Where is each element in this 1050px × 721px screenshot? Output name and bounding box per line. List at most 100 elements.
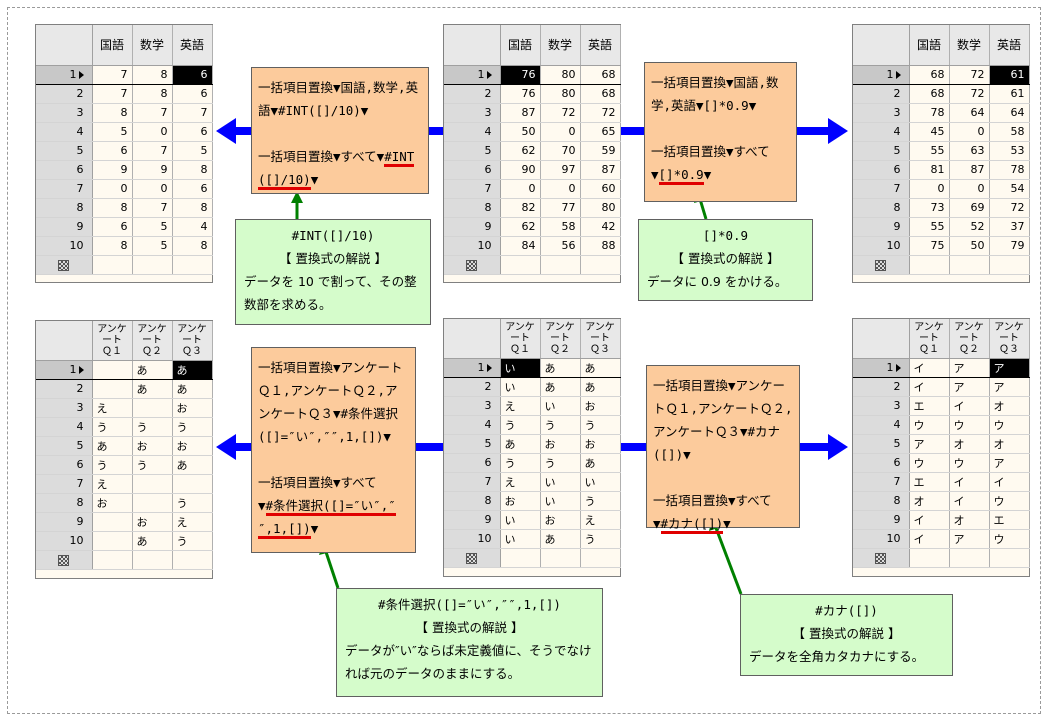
table-cell[interactable]: エ xyxy=(989,510,1030,530)
table-cell[interactable]: 7 xyxy=(132,103,173,123)
table-cell[interactable]: ウ xyxy=(949,415,990,435)
table-cell[interactable]: 53 xyxy=(989,141,1030,161)
table-cell[interactable]: う xyxy=(500,453,541,473)
table-cell[interactable]: お xyxy=(580,434,621,454)
row-number[interactable]: 9 xyxy=(853,217,910,237)
new-row-cell[interactable] xyxy=(444,255,501,275)
table-cell[interactable]: い xyxy=(500,529,541,549)
row-number[interactable]: 2 xyxy=(853,377,910,397)
column-header[interactable]: アンケート Ｑ３ xyxy=(172,321,213,361)
table-cell[interactable]: お xyxy=(132,512,173,532)
table-cell[interactable] xyxy=(92,531,133,551)
table-cell[interactable]: 50 xyxy=(500,122,541,142)
column-header[interactable]: 英語 xyxy=(989,25,1030,66)
row-number[interactable]: 1 xyxy=(444,357,501,378)
table-cell[interactable]: 8 xyxy=(132,84,173,104)
table-cell[interactable]: あ xyxy=(92,436,133,456)
table-cell[interactable]: 59 xyxy=(580,141,621,161)
row-number[interactable]: 3 xyxy=(36,398,93,418)
table-cell[interactable] xyxy=(92,379,133,399)
row-number[interactable]: 10 xyxy=(853,236,910,256)
table-cell[interactable]: 68 xyxy=(909,84,950,104)
row-number[interactable]: 4 xyxy=(853,122,910,142)
row-number[interactable]: 10 xyxy=(36,236,93,256)
table-cell[interactable]: イ xyxy=(949,396,990,416)
table-cell[interactable]: 62 xyxy=(500,141,541,161)
table-cell[interactable]: 45 xyxy=(909,122,950,142)
table-cell[interactable]: 65 xyxy=(580,122,621,142)
row-number[interactable]: 9 xyxy=(36,217,93,237)
table-cell[interactable]: イ xyxy=(909,529,950,549)
table-cell[interactable] xyxy=(92,512,133,532)
table-cell[interactable]: う xyxy=(132,417,173,437)
table-cell[interactable]: 61 xyxy=(989,84,1030,104)
table-cell[interactable]: あ xyxy=(580,357,621,378)
row-number[interactable]: 6 xyxy=(444,160,501,180)
empty-cell[interactable] xyxy=(132,255,173,275)
table-cell[interactable]: ウ xyxy=(989,529,1030,549)
row-number[interactable]: 6 xyxy=(36,455,93,475)
row-number[interactable]: 8 xyxy=(444,491,501,511)
row-number[interactable]: 4 xyxy=(853,415,910,435)
column-header[interactable]: 英語 xyxy=(580,25,621,66)
table-cell[interactable]: 56 xyxy=(540,236,581,256)
table-cell[interactable]: う xyxy=(580,491,621,511)
row-number[interactable]: 2 xyxy=(444,377,501,397)
table-cell[interactable]: 72 xyxy=(949,84,990,104)
table-cell[interactable]: あ xyxy=(580,453,621,473)
table-cell[interactable]: オ xyxy=(989,434,1030,454)
table-cell[interactable]: 8 xyxy=(92,103,133,123)
table-cell[interactable]: 6 xyxy=(172,64,213,85)
table-cell[interactable]: 82 xyxy=(500,198,541,218)
table-cell[interactable]: ア xyxy=(909,434,950,454)
row-number[interactable]: 8 xyxy=(36,198,93,218)
table-cell[interactable]: イ xyxy=(949,491,990,511)
table-cell[interactable]: え xyxy=(172,512,213,532)
table-cell[interactable]: あ xyxy=(540,529,581,549)
table-cell[interactable]: 80 xyxy=(540,64,581,85)
empty-cell[interactable] xyxy=(132,550,173,570)
row-number[interactable]: 1 xyxy=(36,359,93,380)
row-number[interactable]: 9 xyxy=(853,510,910,530)
table-cell[interactable]: 8 xyxy=(172,236,213,256)
row-number[interactable]: 10 xyxy=(853,529,910,549)
empty-cell[interactable] xyxy=(580,548,621,568)
table-cell[interactable]: 8 xyxy=(92,198,133,218)
column-header[interactable]: アンケート Ｑ２ xyxy=(540,319,581,359)
table-cell[interactable]: 0 xyxy=(540,179,581,199)
table-cell[interactable]: 58 xyxy=(989,122,1030,142)
table-cell[interactable]: ア xyxy=(989,357,1030,378)
table-cell[interactable]: 6 xyxy=(172,84,213,104)
row-number[interactable]: 5 xyxy=(36,436,93,456)
table-cell[interactable]: 6 xyxy=(172,122,213,142)
table-cell[interactable]: 75 xyxy=(909,236,950,256)
row-number[interactable]: 7 xyxy=(36,179,93,199)
table-cell[interactable]: 6 xyxy=(172,179,213,199)
table-cell[interactable]: 0 xyxy=(132,122,173,142)
table-cell[interactable]: 0 xyxy=(909,179,950,199)
table-cell[interactable]: え xyxy=(580,510,621,530)
table-cell[interactable]: イ xyxy=(949,472,990,492)
table-cell[interactable]: 81 xyxy=(909,160,950,180)
row-number[interactable]: 6 xyxy=(853,453,910,473)
table-cell[interactable]: い xyxy=(540,396,581,416)
